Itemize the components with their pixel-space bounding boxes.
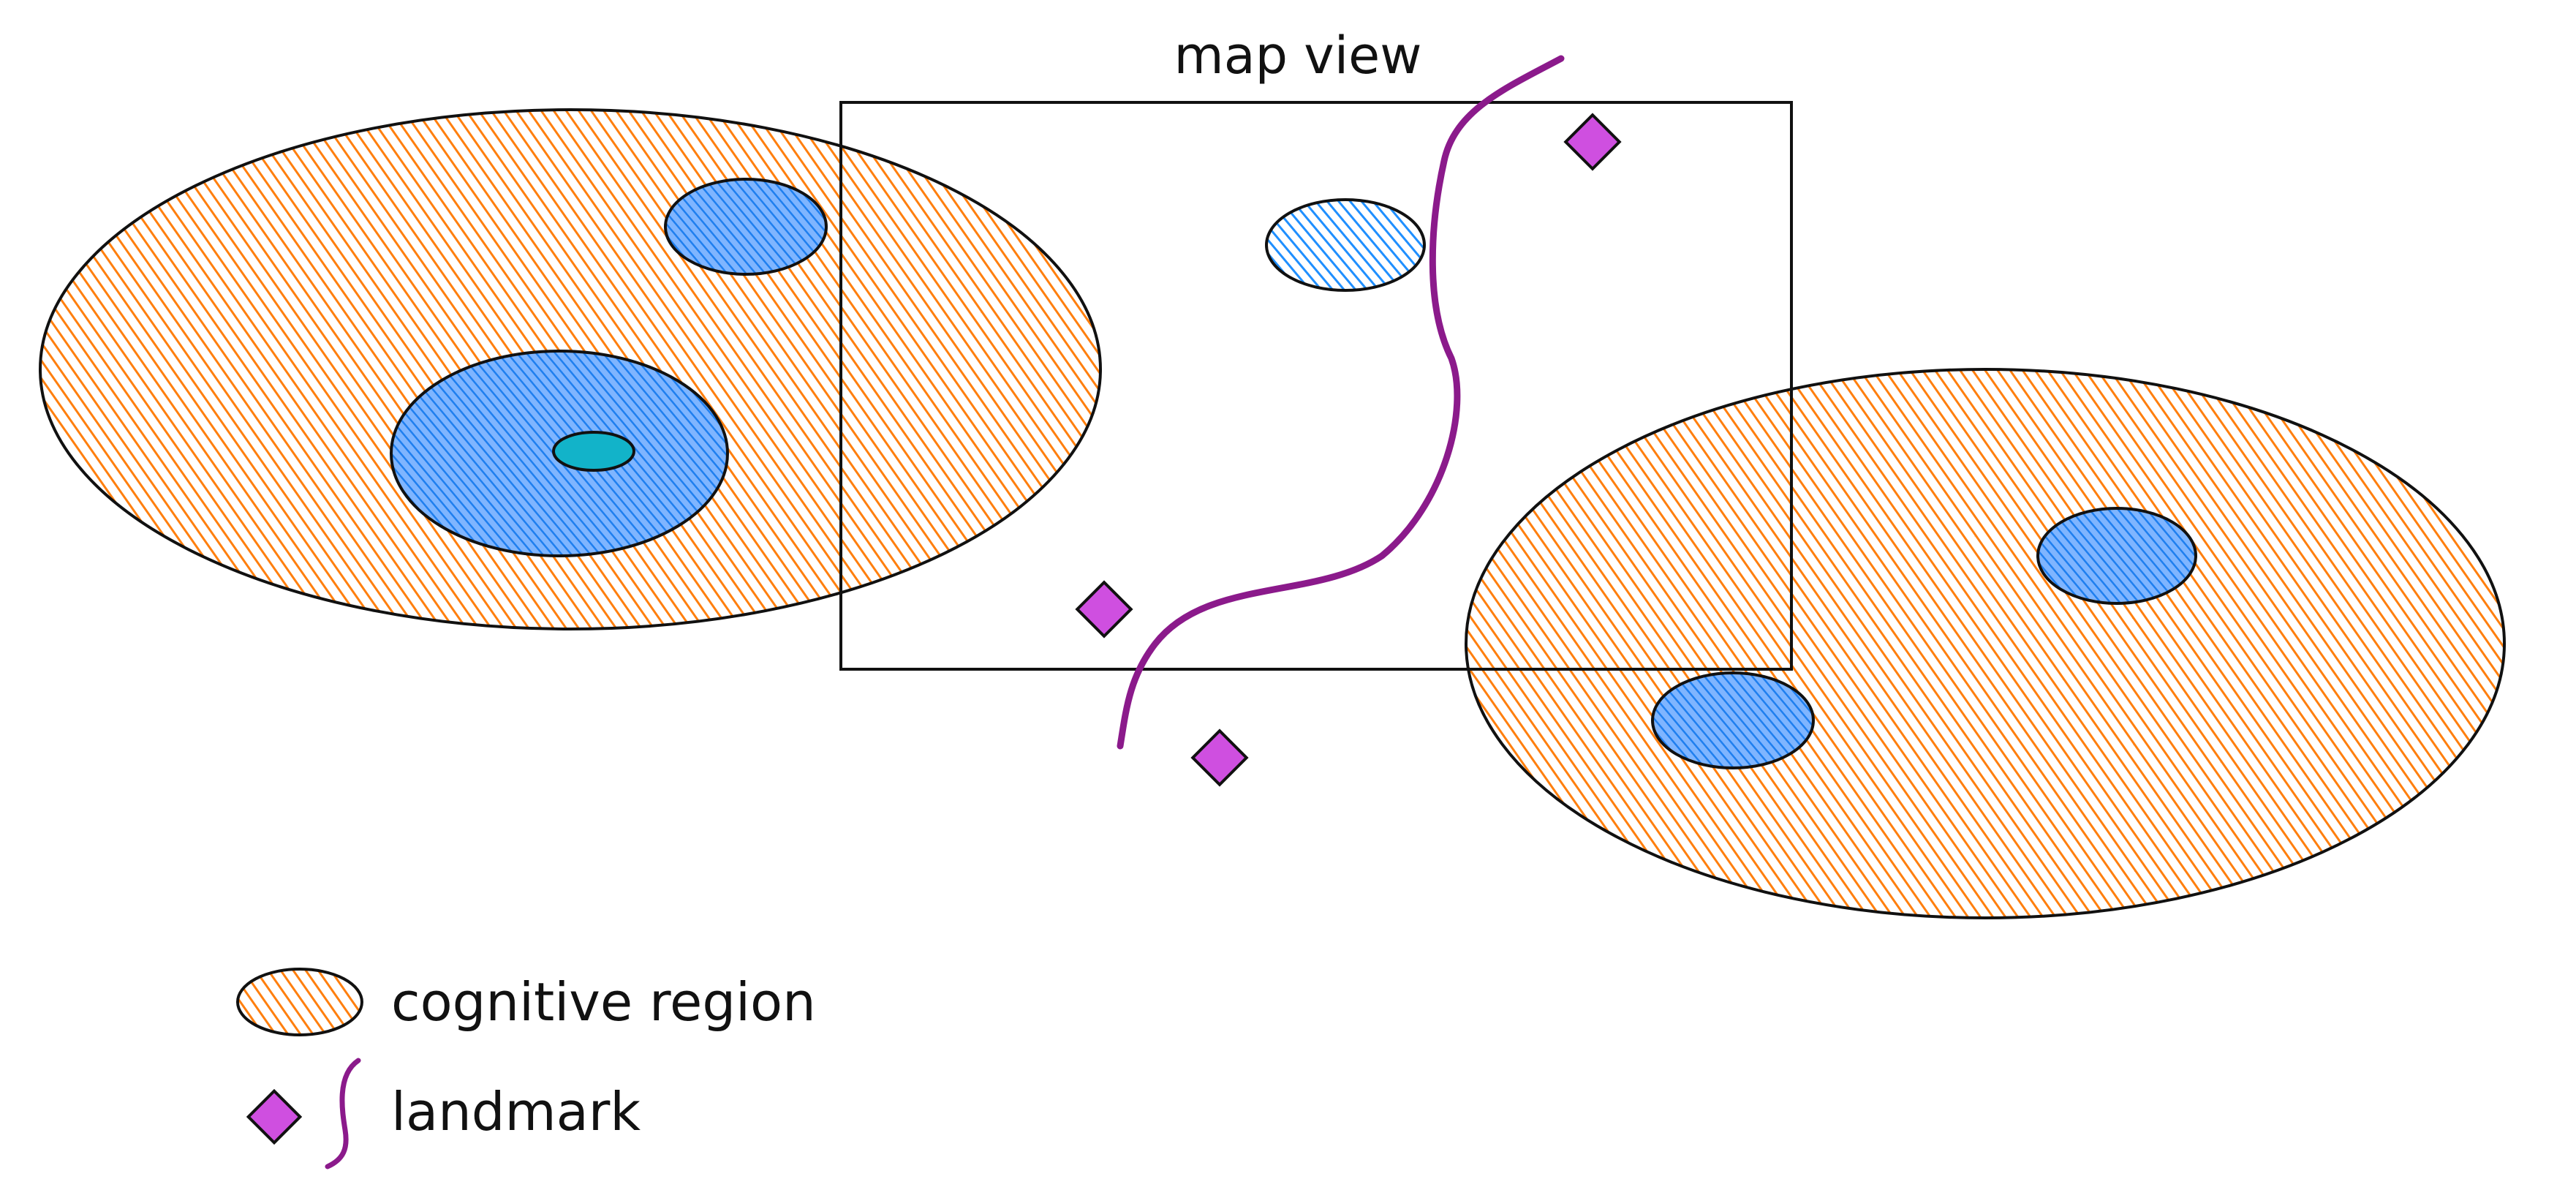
legend-item-landmark: landmark <box>246 1058 641 1169</box>
legend-landmark-label: landmark <box>391 1081 641 1142</box>
legend-cognitive-region-label: cognitive region <box>391 971 816 1033</box>
nested-region-map-view <box>1265 198 1426 292</box>
map-view: map view <box>839 26 1793 671</box>
nested-region-right-top <box>2036 507 2197 605</box>
cognitive-region-right <box>1465 368 2506 919</box>
inner-core-region <box>552 431 635 472</box>
legend-landmark-line <box>325 1058 361 1169</box>
landmark-markers <box>1075 113 1622 787</box>
legend-item-cognitive-region: cognitive region <box>236 968 816 1036</box>
cognitive-region-left <box>39 108 1102 630</box>
landmark-marker <box>1563 113 1622 171</box>
legend-landmark-diamond <box>246 1088 303 1145</box>
cognitive-region-right-ellipse <box>1465 368 2506 919</box>
nested-region-left-top <box>664 178 828 276</box>
landmark-marker <box>1075 580 1133 639</box>
legend: cognitive region landmark <box>236 968 816 1169</box>
map-view-title: map view <box>1174 26 1422 86</box>
nested-region-right-bottom <box>1651 671 1815 769</box>
landmark-marker <box>1190 728 1249 787</box>
map-view-frame <box>839 101 1793 671</box>
landmark-line <box>1117 55 1565 750</box>
legend-cognitive-region-swatch <box>236 968 363 1036</box>
